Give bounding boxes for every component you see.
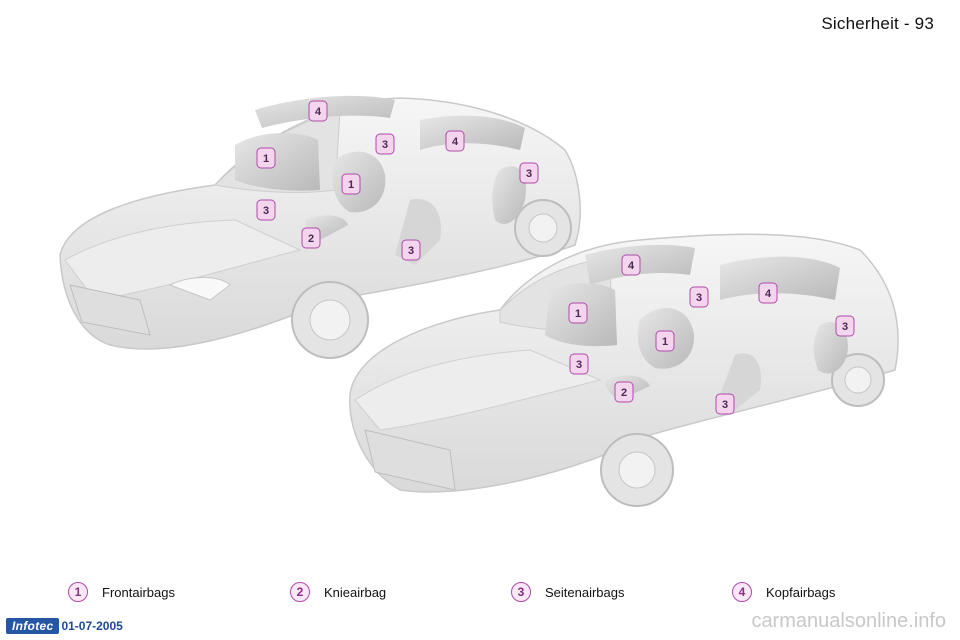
marker-3: 3 <box>835 315 855 337</box>
sedan-airbag-front <box>235 133 320 191</box>
legend-number: 3 <box>511 582 531 602</box>
svg-text:3: 3 <box>263 205 269 217</box>
svg-text:3: 3 <box>526 168 532 180</box>
marker-3: 3 <box>256 199 276 221</box>
marker-4: 4 <box>445 130 465 152</box>
marker-3: 3 <box>401 239 421 261</box>
svg-text:4: 4 <box>452 136 459 148</box>
svg-text:3: 3 <box>842 321 848 333</box>
svg-text:4: 4 <box>628 260 635 272</box>
sedan-headlight <box>168 277 231 301</box>
footer-date: 01-07-2005 <box>61 619 123 633</box>
legend-item: 2 Knieairbag <box>290 582 386 602</box>
legend-item: 4 Kopfairbags <box>732 582 835 602</box>
page-title: Sicherheit - 93 <box>821 14 934 33</box>
sedan-grille <box>69 284 151 336</box>
footer: Infotec 01-07-2005 <box>6 618 123 634</box>
svg-text:1: 1 <box>348 179 354 191</box>
marker-3: 3 <box>689 286 709 308</box>
legend-item: 1 Frontairbags <box>68 582 175 602</box>
marker-3: 3 <box>519 162 539 184</box>
wagon-airbag-head-rear <box>720 256 840 300</box>
svg-text:3: 3 <box>382 139 388 151</box>
marker-1: 1 <box>256 147 276 169</box>
airbag-markers: 4 1 3 4 1 3 3 2 3 4 3 4 1 3 1 3 2 3 <box>256 100 855 415</box>
wagon-grille <box>364 429 456 491</box>
marker-2: 2 <box>614 381 634 403</box>
svg-text:4: 4 <box>315 106 322 118</box>
legend-label: Knieairbag <box>324 584 387 600</box>
legend-number: 2 <box>290 582 310 602</box>
legend-number: 4 <box>732 582 752 602</box>
svg-text:1: 1 <box>662 336 668 348</box>
svg-text:3: 3 <box>576 359 582 371</box>
marker-4: 4 <box>308 100 328 122</box>
svg-text:2: 2 <box>621 387 627 399</box>
svg-text:3: 3 <box>408 245 414 257</box>
sedan-airbag-side-rear <box>492 166 526 224</box>
svg-text:1: 1 <box>575 308 581 320</box>
marker-3: 3 <box>375 133 395 155</box>
marker-1: 1 <box>655 330 675 352</box>
infotec-logo: Infotec <box>6 618 60 634</box>
airbag-legend: 1 Frontairbags 2 Knieairbag 3 Seitenairb… <box>0 582 960 608</box>
sedan-hood <box>64 219 302 301</box>
marker-1: 1 <box>341 173 361 195</box>
svg-text:3: 3 <box>696 292 702 304</box>
marker-3: 3 <box>569 353 589 375</box>
legend-label: Kopfairbags <box>766 584 836 600</box>
airbag-illustration: 4 1 3 4 1 3 3 2 3 4 3 4 1 3 1 3 2 3 <box>59 95 899 507</box>
marker-3: 3 <box>715 393 735 415</box>
legend-label: Frontairbags <box>102 584 175 600</box>
watermark: carmanualsonline.info <box>751 610 946 632</box>
wagon-hood <box>354 349 602 431</box>
legend-label: Seitenairbags <box>545 584 625 600</box>
svg-text:1: 1 <box>263 153 269 165</box>
legend-number: 1 <box>68 582 88 602</box>
svg-text:3: 3 <box>722 399 728 411</box>
marker-4: 4 <box>621 254 641 276</box>
svg-text:2: 2 <box>308 233 314 245</box>
svg-text:4: 4 <box>765 288 772 300</box>
marker-1: 1 <box>568 302 588 324</box>
marker-2: 2 <box>301 227 321 249</box>
legend-item: 3 Seitenairbags <box>511 582 625 602</box>
marker-4: 4 <box>758 282 778 304</box>
